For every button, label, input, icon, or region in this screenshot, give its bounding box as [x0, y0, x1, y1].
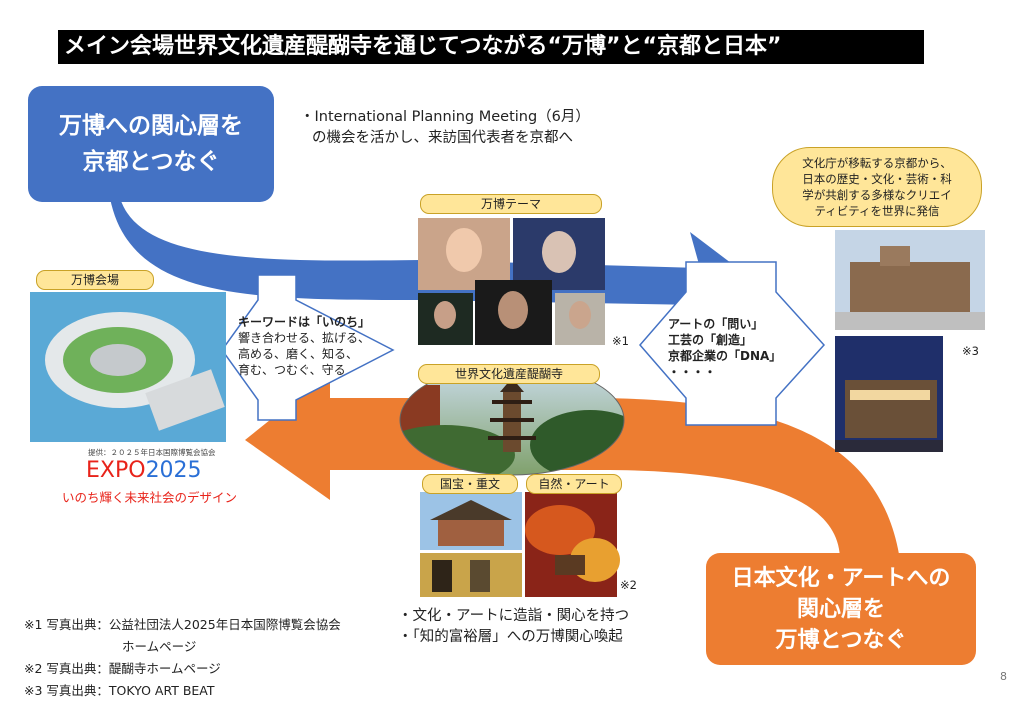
footnote-3: ※3 写真出典：TOKYO ART BEAT	[24, 683, 215, 698]
bubble-line3: 学が共創する多様なクリエイ	[802, 188, 952, 202]
expo-tagline: いのち輝く未来社会のデザイン	[62, 490, 238, 505]
bubble-line4: ティビティを世界に発信	[814, 204, 940, 218]
expo-logo: EXPO2025	[86, 458, 202, 483]
keyword-line2: 高める、磨く、知る、	[238, 347, 359, 361]
bunkacho-bubble: 文化庁が移転する京都から、 日本の歴史・文化・芸術・科 学が共創する多様なクリエ…	[772, 147, 982, 227]
keyword-heading: キーワードは「いのち」	[238, 315, 371, 329]
footnote-1: ※1 写真出典：公益社団法人2025年日本国際博覧会協会	[24, 617, 341, 632]
tag-kokuho: 国宝・重文	[422, 474, 518, 494]
art-double-arrow	[639, 261, 826, 426]
tag-expo-venue: 万博会場	[36, 270, 154, 290]
orange-box-line1: 日本文化・アートへの	[731, 565, 951, 591]
autumn-photo	[525, 492, 620, 597]
art-line3: 京都企業の「DNA」	[668, 349, 782, 363]
orange-box-line2: 関心層を	[796, 596, 885, 622]
expo-logo-word: EXPO	[86, 458, 146, 483]
interest-text: ・文化・アートに造詣・関心を持つ ・「知的富裕層」への万博関心喚起	[398, 606, 629, 648]
interest-line2: ・「知的富裕層」への万博関心喚起	[398, 629, 623, 645]
keyword-line1: 響き合わせる、拡げる、	[238, 331, 371, 345]
meeting-note-line2: の機会を活かし、来訪国代表者を京都へ	[312, 130, 573, 146]
bubble-line1: 文化庁が移転する京都から、	[802, 156, 952, 170]
tag-expo-theme: 万博テーマ	[420, 194, 602, 214]
footnote-2: ※2 写真出典：醍醐寺ホームページ	[24, 661, 221, 676]
keyword-text: キーワードは「いのち」 響き合わせる、拡げる、 高める、磨く、知る、 育む、つむ…	[238, 314, 370, 378]
kyoto-building-photo-2	[835, 336, 943, 452]
japan-culture-box: 日本文化・アートへの 関心層を 万博とつなぐ	[706, 553, 976, 665]
mark-3: ※3	[962, 344, 979, 358]
expo-credit: 提供：２０２５年日本国際博覧会協会	[88, 448, 216, 457]
blue-box-line2: 京都とつなぐ	[82, 149, 220, 175]
expo-venue-photo	[30, 292, 226, 442]
mark-1: ※1	[612, 334, 629, 348]
blue-box-line1: 万博への関心層を	[59, 113, 243, 139]
mark-2: ※2	[620, 578, 637, 592]
interest-line1: ・文化・アートに造詣・関心を持つ	[398, 608, 630, 624]
tag-shizen: 自然・アート	[526, 474, 622, 494]
kyoto-building-photo-1	[835, 230, 985, 330]
art-line4: ・・・・	[668, 365, 717, 379]
kokuho-photo	[420, 492, 522, 550]
expo-interest-box: 万博への関心層を 京都とつなぐ	[28, 86, 274, 202]
screen-painting-photo	[420, 553, 522, 597]
meeting-note: ・International Planning Meeting（6月） の機会を…	[300, 107, 590, 149]
bubble-line2: 日本の歴史・文化・芸術・科	[802, 172, 952, 186]
keyword-line3: 育む、つむぐ、守る	[238, 363, 346, 377]
expo-logo-year: 2025	[145, 458, 202, 483]
art-line1: アートの「問い」	[668, 317, 764, 331]
art-line2: 工芸の「創造」	[668, 333, 753, 347]
page-number: 8	[1000, 670, 1007, 683]
meeting-note-line1: ・International Planning Meeting（6月）	[300, 109, 590, 125]
footnote-1-cont: ホームページ	[122, 639, 197, 654]
keyword-double-arrow	[221, 274, 395, 421]
orange-box-line3: 万博とつなぐ	[775, 627, 907, 653]
art-points: アートの「問い」 工芸の「創造」 京都企業の「DNA」 ・・・・	[668, 316, 781, 380]
tag-daigoji: 世界文化遺産醍醐寺	[418, 364, 600, 384]
page-title: メイン会場世界文化遺産醍醐寺を通じてつながる“万博”と“京都と日本”	[58, 30, 924, 64]
